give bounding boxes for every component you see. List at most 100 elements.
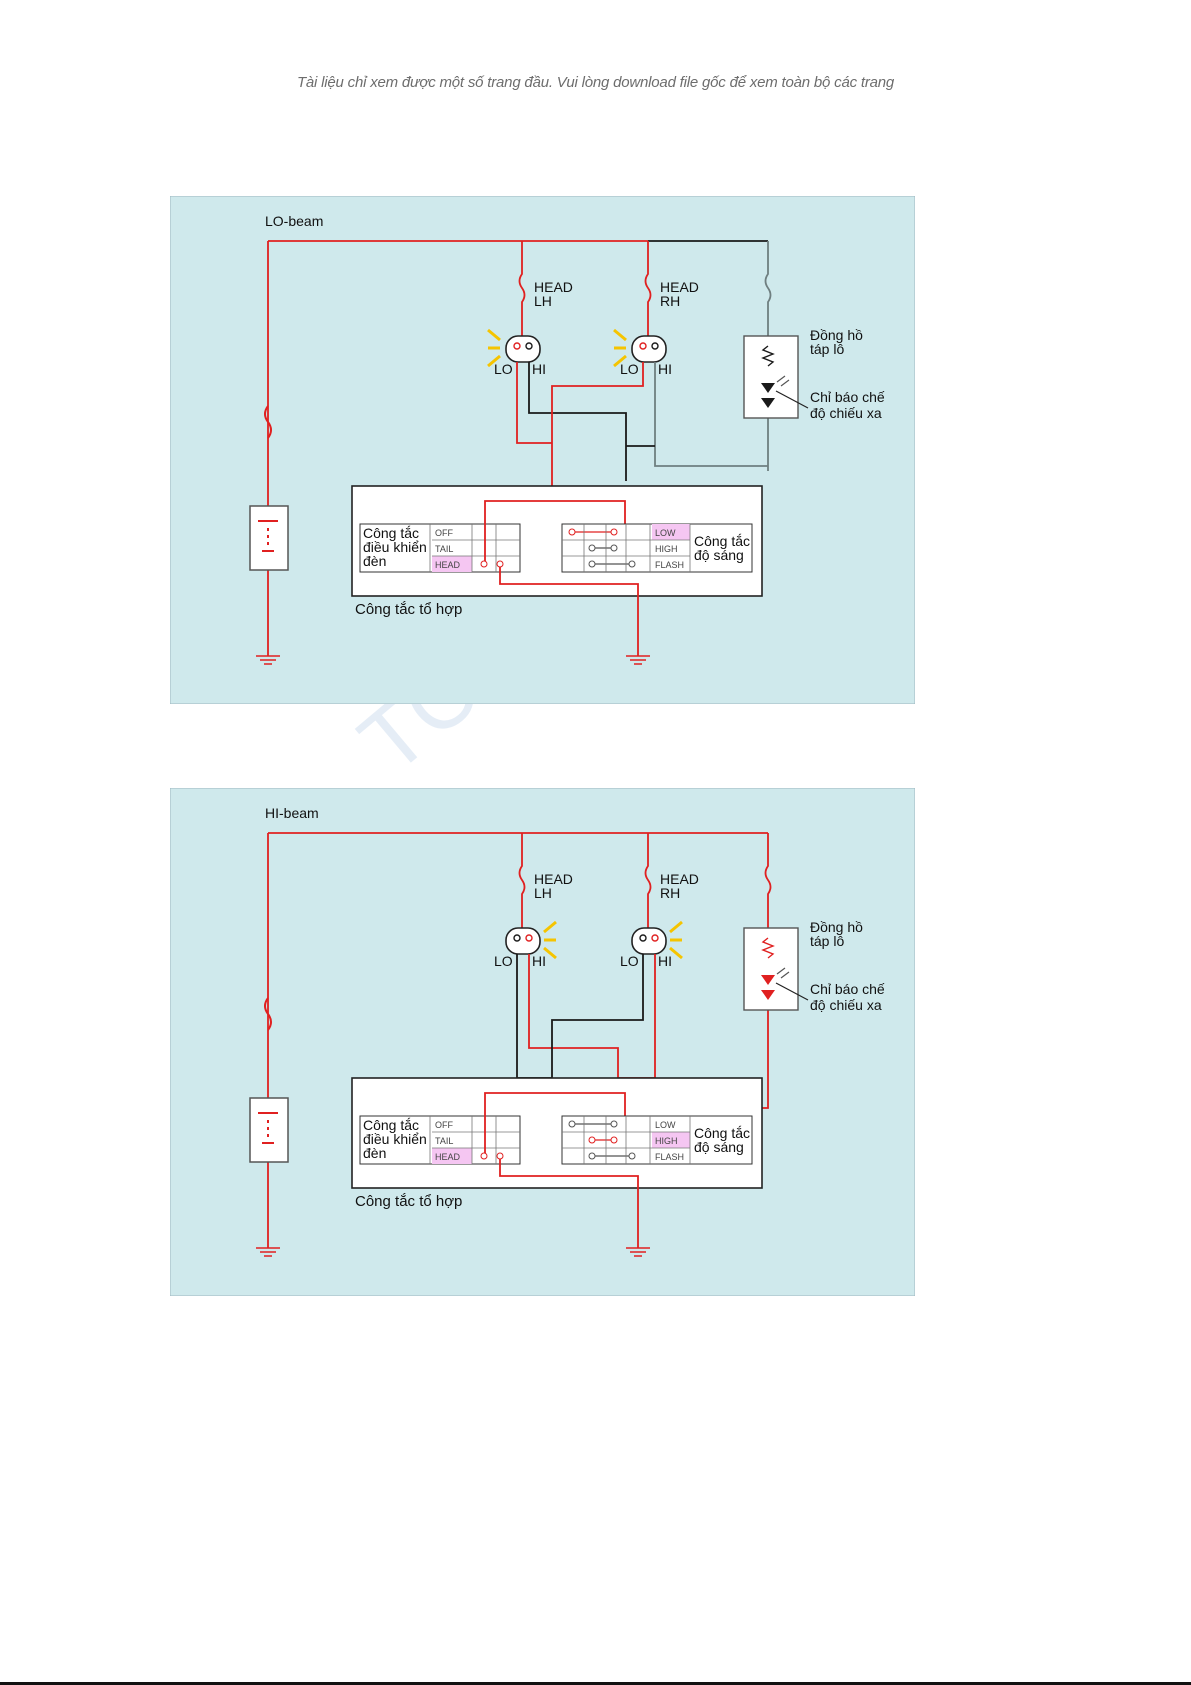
page-bottom-rule	[0, 1682, 1191, 1685]
lo-label: LO	[494, 953, 513, 969]
indicator-label: độ chiếu xa	[810, 997, 882, 1013]
dimmer-switch-position: FLASH	[655, 560, 684, 570]
contact-icon	[628, 1152, 636, 1160]
dimmer-switch-position: LOW	[655, 528, 676, 538]
selected-cell	[432, 556, 472, 572]
light-switch-position: OFF	[435, 528, 453, 538]
main-fuse-icon	[264, 997, 272, 1031]
contact-icon	[610, 544, 618, 552]
light-switch-title: đèn	[363, 553, 386, 569]
light-switch-position: TAIL	[435, 1136, 453, 1146]
headlamp-label: LH	[534, 293, 552, 309]
lo-filament-icon	[639, 342, 647, 350]
lo-label: LO	[494, 361, 513, 377]
selected-cell	[652, 524, 690, 540]
table-grid	[562, 524, 691, 572]
hi-lh-wire	[528, 362, 627, 481]
hi-filament-icon	[651, 934, 659, 942]
light-ray-icon	[669, 920, 683, 934]
light-ray-icon	[613, 328, 627, 342]
meter-feed	[764, 241, 772, 471]
head-switch-wire	[484, 1092, 626, 1156]
indicator-label: độ chiếu xa	[810, 405, 882, 421]
lo-lh-wire	[516, 362, 552, 444]
contact-icon	[588, 544, 596, 552]
diode-icon	[761, 398, 775, 408]
selected-cell	[432, 1148, 472, 1164]
diagram-panel	[169, 787, 916, 1297]
indicator-led-icon	[761, 975, 775, 985]
meter-box	[743, 335, 799, 419]
hi-label: HI	[532, 953, 546, 969]
lo-filament-icon	[513, 342, 521, 350]
headlamp-bulb-icon	[505, 335, 541, 363]
contact-icon	[610, 528, 618, 536]
table-grid	[562, 1116, 691, 1164]
headlamp-label: HEAD	[534, 871, 573, 887]
headlamp-label: HEAD	[660, 279, 699, 295]
headlamp-fuse-feed	[644, 833, 652, 928]
combination-switch-label: Công tắc tổ hợp	[355, 1193, 462, 1210]
diode-icon	[761, 990, 775, 1000]
meter-label: táp lô	[810, 341, 844, 357]
light-switch-title: Công tắc	[363, 525, 419, 541]
dimmer-switch-position: HIGH	[655, 1136, 678, 1146]
lo-filament-icon	[639, 934, 647, 942]
switch-ground-wire	[499, 564, 639, 656]
lo-filament-icon	[513, 934, 521, 942]
headlamp-label: HEAD	[534, 279, 573, 295]
table-grid	[429, 524, 520, 572]
contact-icon	[588, 560, 596, 568]
meter-label: táp lô	[810, 933, 844, 949]
light-ray-icon	[613, 354, 627, 368]
preview-notice: Tài liệu chỉ xem được một số trang đầu. …	[296, 74, 895, 91]
main-fuse-icon	[264, 405, 272, 439]
combination-switch-label: Công tắc tổ hợp	[355, 601, 462, 618]
indicator-label: Chỉ báo chế	[810, 389, 885, 405]
hi-label: HI	[658, 361, 672, 377]
dimmer-switch-position: FLASH	[655, 1152, 684, 1162]
contact-icon	[480, 1152, 488, 1160]
dimmer-switch-position: HIGH	[655, 544, 678, 554]
dimmer-switch-title: Công tắc	[694, 533, 750, 549]
dimmer-switch-title: độ sáng	[694, 547, 744, 563]
headlamp-bulb-icon	[505, 927, 541, 955]
light-ray-icon	[487, 328, 501, 342]
light-ray-icon	[543, 946, 557, 960]
table-grid	[429, 1116, 520, 1164]
contact-icon	[588, 1152, 596, 1160]
indicator-leader	[775, 982, 809, 1001]
headlamp-label: RH	[660, 293, 680, 309]
selected-cell	[652, 1132, 690, 1148]
light-ray-icon	[487, 354, 501, 368]
meter-feed	[764, 833, 772, 1073]
meter-box	[743, 927, 799, 1011]
indicator-leader	[775, 390, 809, 409]
headlamp-label: LH	[534, 885, 552, 901]
light-switch-position: HEAD	[435, 560, 461, 570]
contact-icon	[568, 1120, 576, 1128]
dimmer-switch-title: Công tắc	[694, 1125, 750, 1141]
headlamp-bulb-icon	[631, 927, 667, 955]
contact-icon	[568, 528, 576, 536]
contact-icon	[628, 560, 636, 568]
hi-label: HI	[532, 361, 546, 377]
light-switch-title: điều khiển	[363, 1131, 427, 1147]
hi-filament-icon	[525, 934, 533, 942]
indicator-label: Chỉ báo chế	[810, 981, 885, 997]
dimmer-switch-title: độ sáng	[694, 1139, 744, 1155]
light-ray-icon	[543, 920, 557, 934]
headlamp-label: HEAD	[660, 871, 699, 887]
diagram-title: LO-beam	[265, 213, 323, 229]
battery-icon	[258, 1112, 278, 1144]
diagram-panel	[169, 195, 916, 705]
light-switch-position: OFF	[435, 1120, 453, 1130]
light-switch-title: Công tắc	[363, 1117, 419, 1133]
contact-icon	[610, 1136, 618, 1144]
emit-arrows-icon	[776, 375, 790, 387]
contact-icon	[588, 1136, 596, 1144]
